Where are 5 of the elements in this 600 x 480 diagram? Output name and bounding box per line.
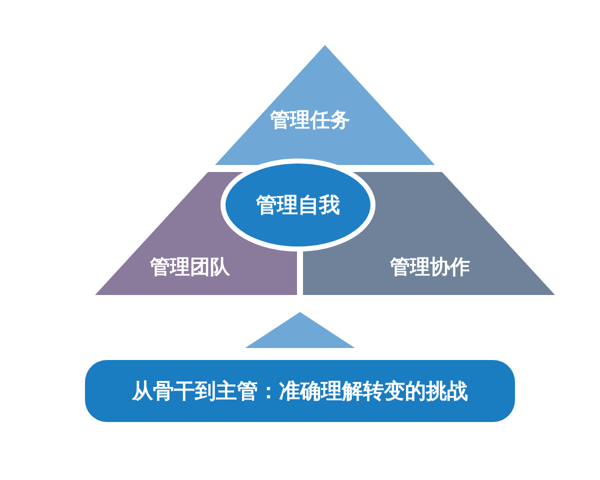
banner-text: 从骨干到主管：准确理解转变的挑战: [132, 378, 468, 405]
center-label: 管理自我: [256, 192, 340, 219]
section-label: 管理协作: [390, 254, 470, 280]
section-label: 管理团队: [150, 254, 230, 280]
section-label: 管理任务: [270, 106, 350, 134]
